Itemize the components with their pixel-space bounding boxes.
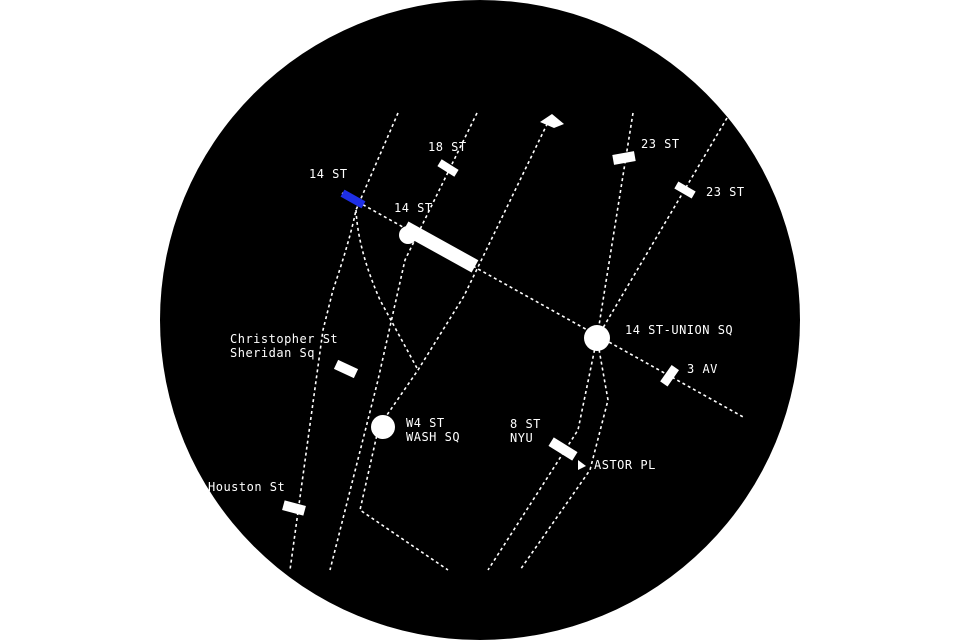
station-14st-center-platform[interactable]: [401, 221, 479, 273]
label-astor-pl: ASTOR PL: [594, 458, 656, 472]
station-14st-west-highlight[interactable]: [340, 189, 366, 209]
line-14st-crosstown: [341, 192, 746, 419]
station-w4-st[interactable]: [371, 415, 395, 439]
stations-layer: [282, 114, 696, 516]
line-7th-av: [289, 112, 399, 571]
line-6th-av: [329, 112, 478, 571]
line-path: [355, 209, 419, 371]
station-23st-park[interactable]: [674, 181, 696, 199]
label-houston-st: Houston St: [208, 480, 285, 494]
station-union-sq[interactable]: [584, 325, 610, 351]
station-23st-lex[interactable]: [612, 151, 636, 165]
station-christopher-st[interactable]: [333, 359, 359, 379]
labels-layer: 14 ST 18 ST 14 ST 23 ST 23 ST 14 ST-UNIO…: [208, 137, 745, 494]
label-union-sq: 14 ST-UNION SQ: [625, 323, 733, 337]
station-14st-center-node[interactable]: [399, 226, 417, 244]
label-christopher-st-1: Christopher St: [230, 332, 338, 346]
line-broadway: [377, 117, 551, 429]
station-8st-nyu[interactable]: [548, 437, 578, 461]
station-3av[interactable]: [660, 364, 680, 387]
label-w4-st-2: WASH SQ: [406, 430, 460, 444]
line-park-av: [596, 117, 728, 339]
station-18st[interactable]: [437, 159, 459, 177]
label-christopher-st-2: Sheridan Sq: [230, 346, 315, 360]
line-broadway-lower: [519, 337, 609, 571]
label-3av: 3 AV: [687, 362, 718, 376]
station-astor-pl[interactable]: [578, 460, 586, 470]
lines-layer: [289, 112, 746, 571]
label-14st-center: 14 ST: [394, 201, 433, 215]
label-18st: 18 ST: [428, 140, 467, 154]
label-8st-2: NYU: [510, 431, 533, 445]
label-14st-west: 14 ST: [309, 167, 348, 181]
map-disc: [160, 0, 800, 640]
label-8st-1: 8 ST: [510, 417, 541, 431]
label-23st-lex: 23 ST: [641, 137, 680, 151]
label-w4-st-1: W4 ST: [406, 416, 445, 430]
label-23st-park: 23 ST: [706, 185, 745, 199]
north-arrow-marker: [540, 114, 564, 128]
station-houston-st[interactable]: [282, 500, 306, 516]
